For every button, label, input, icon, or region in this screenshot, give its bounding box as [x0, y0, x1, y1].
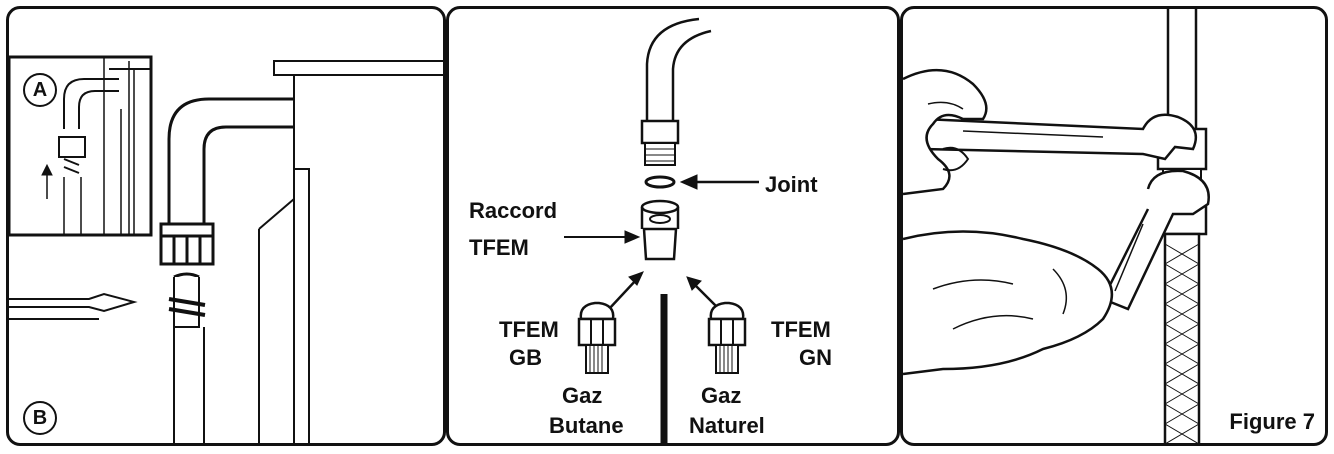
male-nut	[640, 119, 680, 145]
hose	[173, 327, 205, 443]
lower-wrench	[1101, 169, 1210, 311]
label-gaz-naturel-2: Naturel	[689, 413, 765, 438]
label-raccord-2: TFEM	[469, 235, 529, 260]
counter-top	[273, 60, 443, 76]
panel-tightening: Figure 7	[900, 6, 1328, 446]
label-joint: Joint	[765, 172, 818, 197]
upper-wrench	[922, 113, 1198, 161]
fittings-drawing	[564, 17, 759, 443]
top-pipe	[645, 17, 700, 121]
panel-installation: A B	[6, 6, 446, 446]
upper-hand	[903, 68, 988, 196]
panel-fittings: Joint Raccord TFEM TFEM GB TFEM GN Gaz B…	[446, 6, 900, 446]
fitting-gb	[579, 301, 615, 321]
label-gaz-butane-2: Butane	[549, 413, 624, 438]
rigid-pipe	[1166, 9, 1198, 129]
label-tfem-gn-1: TFEM	[771, 317, 831, 342]
braided-hose	[1163, 232, 1201, 443]
label-tfem-gb-2: GB	[509, 345, 542, 370]
label-raccord-1: Raccord	[469, 198, 558, 223]
label-a: A	[23, 73, 57, 107]
screwdriver	[9, 292, 138, 313]
gas-pipe	[167, 97, 294, 224]
fitting-gn	[709, 301, 745, 321]
label-tfem-gn-2: GN	[799, 345, 832, 370]
pipe-nut	[159, 222, 215, 238]
installation-drawing	[9, 55, 443, 443]
raccord-fitting	[640, 199, 680, 215]
label-gaz-butane-1: Gaz	[562, 383, 603, 408]
label-gaz-naturel-1: Gaz	[701, 383, 742, 408]
joint-ring	[644, 175, 676, 189]
label-tfem-gb-1: TFEM	[499, 317, 559, 342]
lower-hand	[903, 230, 1113, 376]
hose-clamp	[168, 297, 206, 317]
tightening-drawing	[903, 9, 1210, 443]
figure-caption: Figure 7	[1229, 409, 1315, 434]
label-b: B	[23, 401, 57, 435]
